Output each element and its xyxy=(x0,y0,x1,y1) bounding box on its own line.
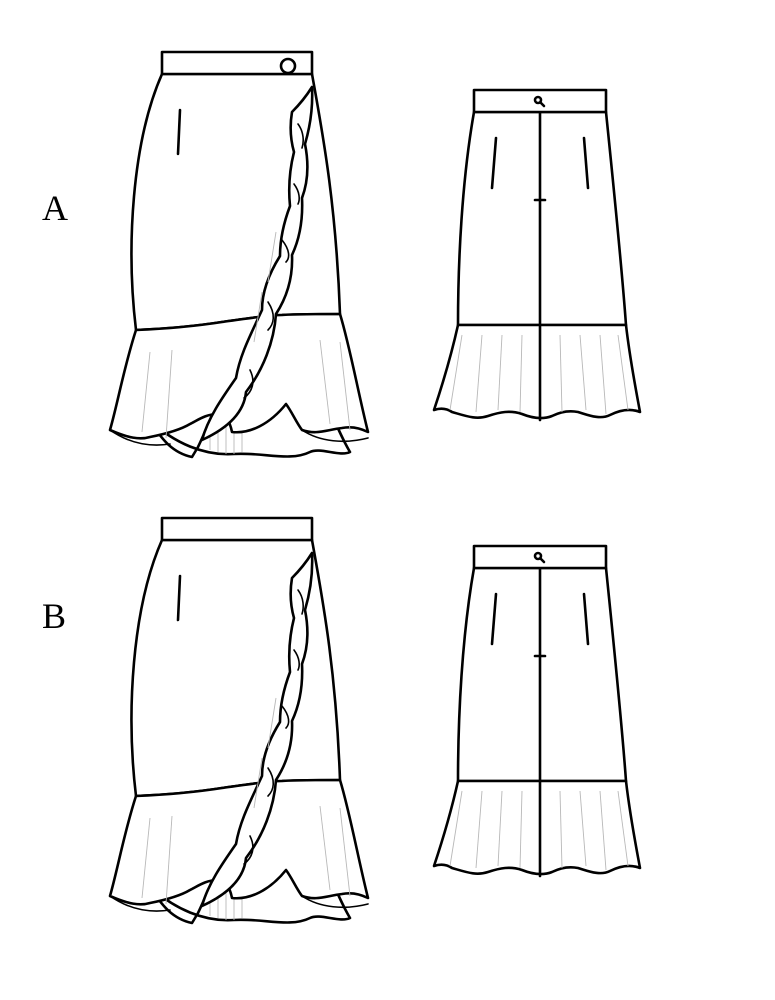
button-icon xyxy=(279,57,297,75)
view-label-a: A xyxy=(42,188,68,228)
back-view-b xyxy=(432,544,642,878)
view-a: A xyxy=(42,50,642,459)
front-view-a xyxy=(108,50,370,459)
view-b: B xyxy=(42,516,642,925)
view-label-b: B xyxy=(42,596,66,636)
back-view-a xyxy=(432,88,642,422)
front-view-b xyxy=(108,516,370,925)
